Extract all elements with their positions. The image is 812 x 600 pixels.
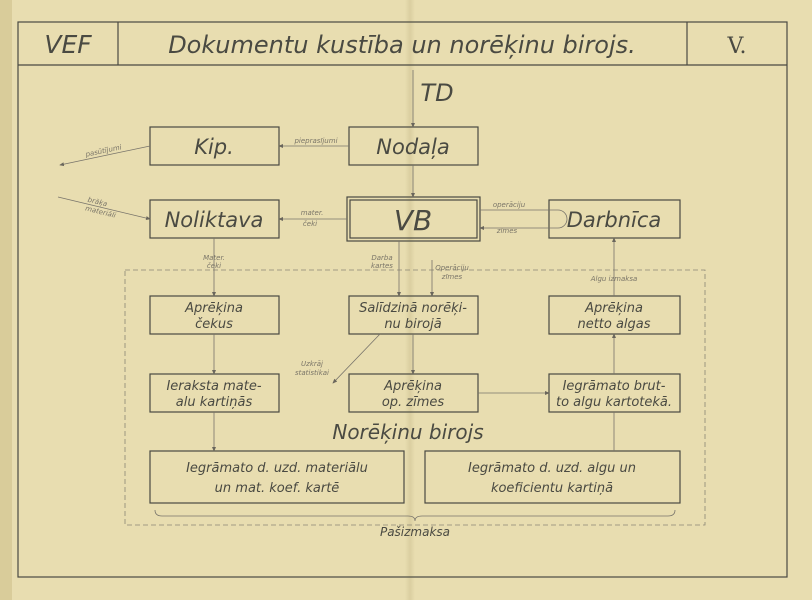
svg-text:to algu kartotekā.: to algu kartotekā.: [556, 395, 672, 410]
header-title: Dokumentu kustība un norēķinu birojs.: [168, 31, 636, 59]
label-ceki: čeki: [303, 220, 317, 228]
label-mater-2: Mater.: [203, 254, 225, 262]
page-fold: [405, 0, 415, 600]
svg-text:Iegrāmato brut-: Iegrāmato brut-: [563, 379, 666, 394]
box-kip: Kip.: [149, 126, 280, 166]
box-algu-kartina: Iegrāmato d. uzd. algu un koeficientu kar…: [424, 450, 681, 504]
norekinu-birojs-region: [124, 269, 706, 526]
label-pieprasijumi: pieprasījumi: [293, 137, 337, 145]
connectors: [57, 70, 676, 522]
svg-text:Noliktava: Noliktava: [165, 208, 264, 232]
svg-text:Aprēķina: Aprēķina: [184, 301, 243, 316]
svg-text:Kip.: Kip.: [194, 135, 234, 159]
header-right: V.: [726, 34, 746, 59]
box-brutto: Iegrāmato brut-to algu kartotekā.: [548, 373, 681, 413]
label-kartes: kartes: [371, 262, 393, 270]
label-algu-izmaksa: Algu izmaksa: [590, 275, 638, 283]
outer-frame: [17, 21, 788, 578]
footer-label: Pašizmaksa: [380, 525, 450, 539]
box-vb: VB: [346, 196, 481, 242]
label-zimes: zīmes: [441, 273, 463, 281]
svg-text:koeficientu kartiņā: koeficientu kartiņā: [491, 481, 613, 496]
box-noliktava: Noliktava: [149, 199, 280, 239]
svg-text:Aprēķina: Aprēķina: [383, 379, 442, 394]
svg-text:Salīdzinā norēķi-: Salīdzinā norēķi-: [359, 301, 467, 316]
box-darbnica: Darbnīca: [548, 199, 681, 239]
label-mater: mater.: [301, 209, 324, 217]
label-uzkraj: Uzkrāj: [301, 360, 323, 368]
svg-text:Iegrāmato d. uzd. materiālu: Iegrāmato d. uzd. materiālu: [186, 461, 368, 476]
svg-text:Iegrāmato d. uzd. algu un: Iegrāmato d. uzd. algu un: [468, 461, 636, 476]
svg-text:čekus: čekus: [195, 317, 233, 332]
label-operaciju: Operāciju: [435, 264, 469, 272]
svg-text:un mat. koef. kartē: un mat. koef. kartē: [215, 481, 340, 496]
svg-text:Aprēķina: Aprēķina: [584, 301, 643, 316]
region-label: Norēķinu birojs: [332, 420, 483, 444]
label-ceki-2: čeki: [207, 262, 221, 270]
svg-text:Darbnīca: Darbnīca: [567, 208, 662, 232]
label-statistikai: statistikai: [295, 369, 329, 377]
td-label: TD: [420, 79, 453, 107]
svg-text:alu kartiņās: alu kartiņās: [176, 395, 253, 410]
label-operaciju-top: operāciju: [493, 201, 526, 209]
label-darba: Darba: [371, 254, 392, 262]
svg-text:netto algas: netto algas: [577, 317, 650, 332]
svg-text:Nodaļa: Nodaļa: [376, 135, 449, 159]
box-nodala: Nodaļa: [348, 126, 479, 166]
box-salidzina: Salīdzinā norēķi-nu birojā: [348, 295, 479, 335]
svg-text:op. zīmes: op. zīmes: [382, 395, 445, 410]
svg-text:nu birojā: nu birojā: [384, 317, 441, 332]
label-pasutijumi: pasūtījumi: [84, 143, 123, 159]
page-edge: [0, 0, 12, 600]
label-zimes-bottom: zīmes: [496, 227, 518, 235]
svg-text:Ieraksta mate-: Ieraksta mate-: [166, 379, 261, 394]
box-ieraksta: Ieraksta mate-alu kartiņās: [149, 373, 280, 413]
header-left: VEF: [44, 30, 92, 59]
box-materialu-karte: Iegrāmato d. uzd. materiālu un mat. koef.…: [149, 450, 405, 504]
svg-text:VB: VB: [394, 204, 432, 237]
